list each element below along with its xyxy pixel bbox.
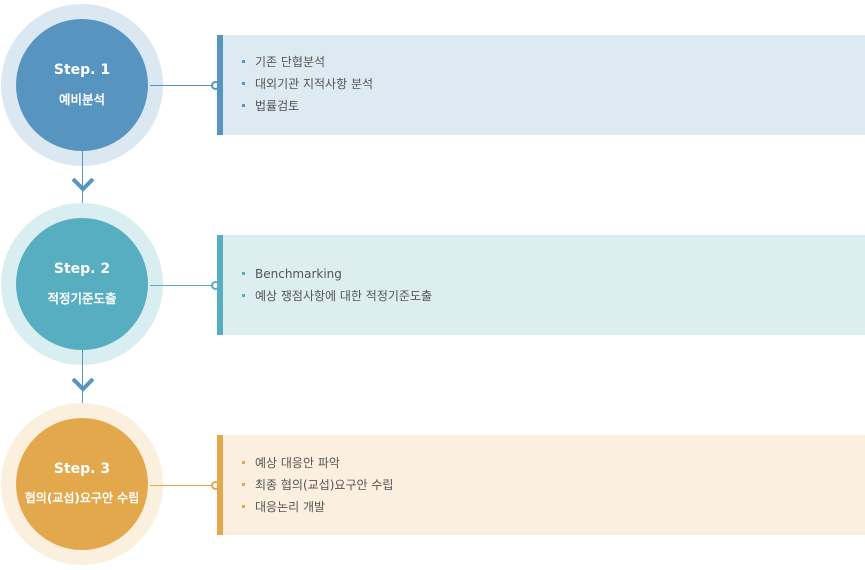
step-2-item-list: Benchmarking 예상 쟁점사항에 대한 적정기준도출 (242, 263, 432, 307)
step-3-circle: Step. 3 협의(교섭)요구안 수립 (16, 418, 148, 550)
step-1-item-list: 기존 단협분석 대외기관 지적사항 분석 법률검토 (242, 51, 373, 117)
flow-line-1 (82, 151, 83, 220)
step-2-circle: Step. 2 적정기준도출 (16, 218, 148, 350)
step-3-item-list: 예상 대응안 파악 최종 협의(교섭)요구안 수립 대응논리 개발 (242, 452, 393, 518)
chevron-down-icon (72, 378, 94, 392)
step-1-box-accent-bar (217, 35, 223, 135)
step-1-name: 예비분석 (58, 92, 105, 108)
step-3-label: Step. 3 (53, 461, 111, 478)
step-1-connector (150, 85, 216, 86)
step-2-item: 예상 쟁점사항에 대한 적정기준도출 (242, 285, 432, 307)
step-2-item: Benchmarking (242, 263, 432, 285)
step-2-detail-box: Benchmarking 예상 쟁점사항에 대한 적정기준도출 (217, 235, 865, 335)
step-1-item: 대외기관 지적사항 분석 (242, 73, 373, 95)
step-1-label: Step. 1 (53, 62, 111, 79)
step-1-circle: Step. 1 예비분석 (16, 19, 148, 151)
step-3-box-accent-bar (217, 435, 223, 535)
step-2-name: 적정기준도출 (47, 291, 117, 307)
step-2-label: Step. 2 (53, 261, 111, 278)
step-2-box-accent-bar (217, 235, 223, 335)
step-2-connector (150, 285, 216, 286)
step-3-connector (150, 485, 216, 486)
step-3-item: 예상 대응안 파악 (242, 452, 393, 474)
step-3-name: 협의(교섭)요구안 수립 (24, 491, 140, 506)
chevron-down-icon (72, 178, 94, 192)
step-3-detail-box: 예상 대응안 파악 최종 협의(교섭)요구안 수립 대응논리 개발 (217, 435, 865, 535)
step-3-item: 대응논리 개발 (242, 496, 393, 518)
step-3-item: 최종 협의(교섭)요구안 수립 (242, 474, 393, 496)
step-1-item: 법률검토 (242, 95, 373, 117)
step-1-detail-box: 기존 단협분석 대외기관 지적사항 분석 법률검토 (217, 35, 865, 135)
flow-line-2 (82, 350, 83, 419)
step-1-item: 기존 단협분석 (242, 51, 373, 73)
